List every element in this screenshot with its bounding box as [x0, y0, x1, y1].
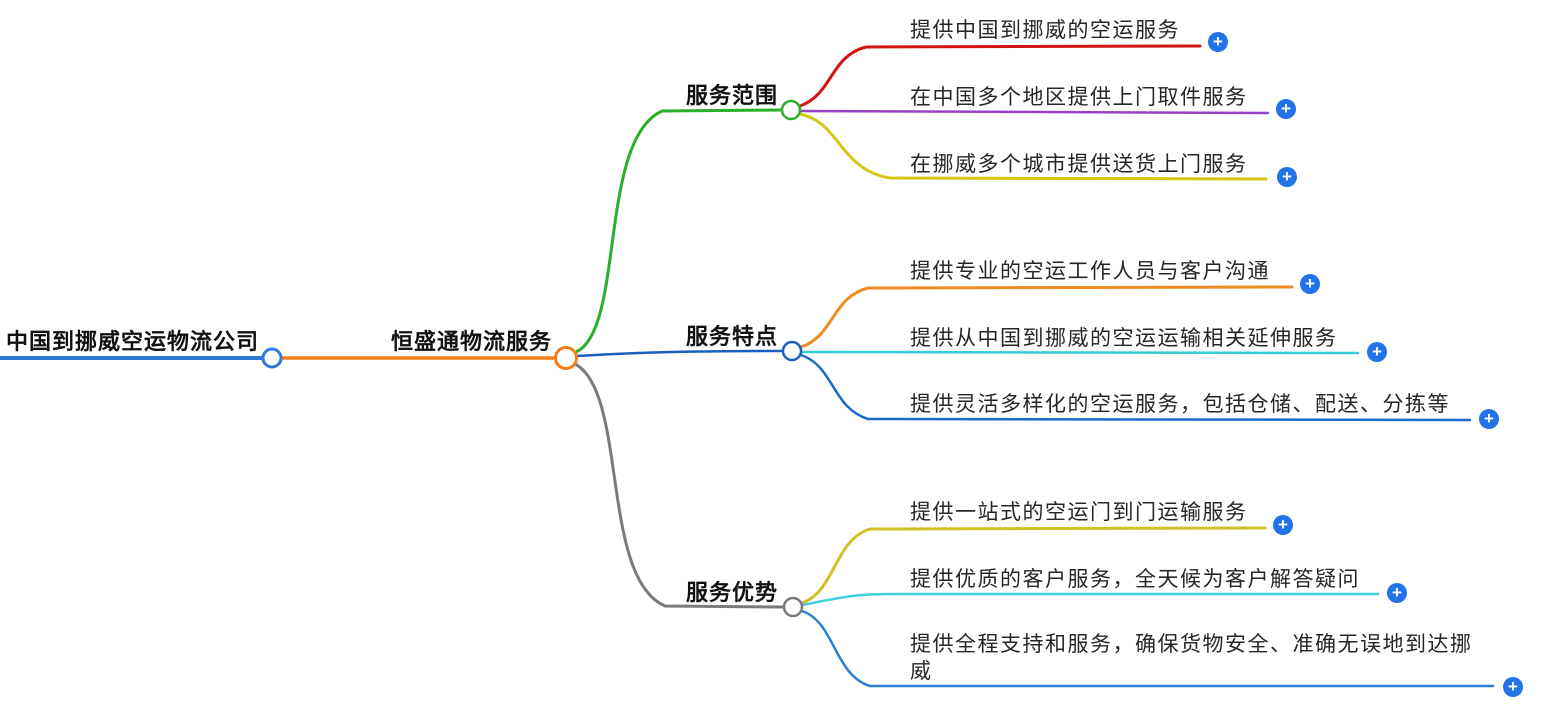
edge-scope-leaf-2	[798, 109, 1270, 115]
branch-scope-label[interactable]: 服务范围	[686, 83, 779, 108]
plus-icon[interactable]: +	[1273, 515, 1293, 535]
edge-features-leaf-2	[799, 350, 1360, 355]
advantages-leaf-1-text[interactable]: 提供一站式的空运门到门运输服务	[910, 501, 1248, 524]
advantages-node-connector[interactable]	[782, 596, 804, 618]
branch-advantages-label[interactable]: 服务优势	[686, 580, 779, 605]
edge-advantages-leaf-3	[800, 609, 1495, 688]
plus-icon[interactable]: +	[1276, 99, 1296, 119]
branch-features-label[interactable]: 服务特点	[686, 324, 779, 349]
features-leaf-3-text[interactable]: 提供灵活多样化的空运服务，包括仓储、配送、分拣等	[910, 393, 1450, 416]
edge-features-leaf-3	[799, 353, 1472, 422]
edge-hub-to-features	[575, 349, 784, 358]
hub-node-connector[interactable]	[554, 346, 578, 370]
plus-icon[interactable]: +	[1300, 274, 1320, 294]
scope-leaf-1-text[interactable]: 提供中国到挪威的空运服务	[910, 19, 1180, 42]
plus-icon[interactable]: +	[1503, 677, 1523, 697]
edge-scope-leaf-1	[798, 44, 1202, 108]
plus-icon[interactable]: +	[1387, 583, 1407, 603]
plus-icon[interactable]: +	[1277, 167, 1297, 187]
scope-node-connector[interactable]	[780, 99, 802, 121]
plus-icon[interactable]: +	[1208, 32, 1228, 52]
hub-node-label[interactable]: 恒盛通物流服务	[391, 329, 553, 354]
plus-icon[interactable]: +	[1367, 342, 1387, 362]
features-leaf-2-text[interactable]: 提供从中国到挪威的空运运输相关延伸服务	[910, 327, 1338, 350]
edge-advantages-leaf-2	[800, 592, 1380, 607]
features-leaf-1-text[interactable]: 提供专业的空运工作人员与客户沟通	[910, 260, 1270, 283]
scope-leaf-3-text[interactable]: 在挪威多个城市提供送货上门服务	[910, 153, 1248, 176]
root-node-connector[interactable]	[261, 347, 283, 369]
advantages-leaf-2-text[interactable]: 提供优质的客户服务，全天候为客户解答疑问	[910, 568, 1360, 591]
scope-leaf-2-text[interactable]: 在中国多个地区提供上门取件服务	[910, 86, 1248, 109]
features-node-connector[interactable]	[781, 340, 803, 362]
edge-hub-to-advantages	[573, 362, 785, 609]
edge-scope-leaf-3	[798, 112, 1268, 181]
plus-icon[interactable]: +	[1479, 409, 1499, 429]
edge-hub-to-scope	[574, 108, 783, 354]
edge-features-leaf-1	[799, 285, 1294, 349]
edge-advantages-leaf-1	[800, 526, 1267, 605]
advantages-leaf-3-text[interactable]: 提供全程支持和服务，确保货物安全、准确无误地到达挪威	[910, 633, 1473, 683]
root-node-label[interactable]: 中国到挪威空运物流公司	[6, 329, 260, 354]
